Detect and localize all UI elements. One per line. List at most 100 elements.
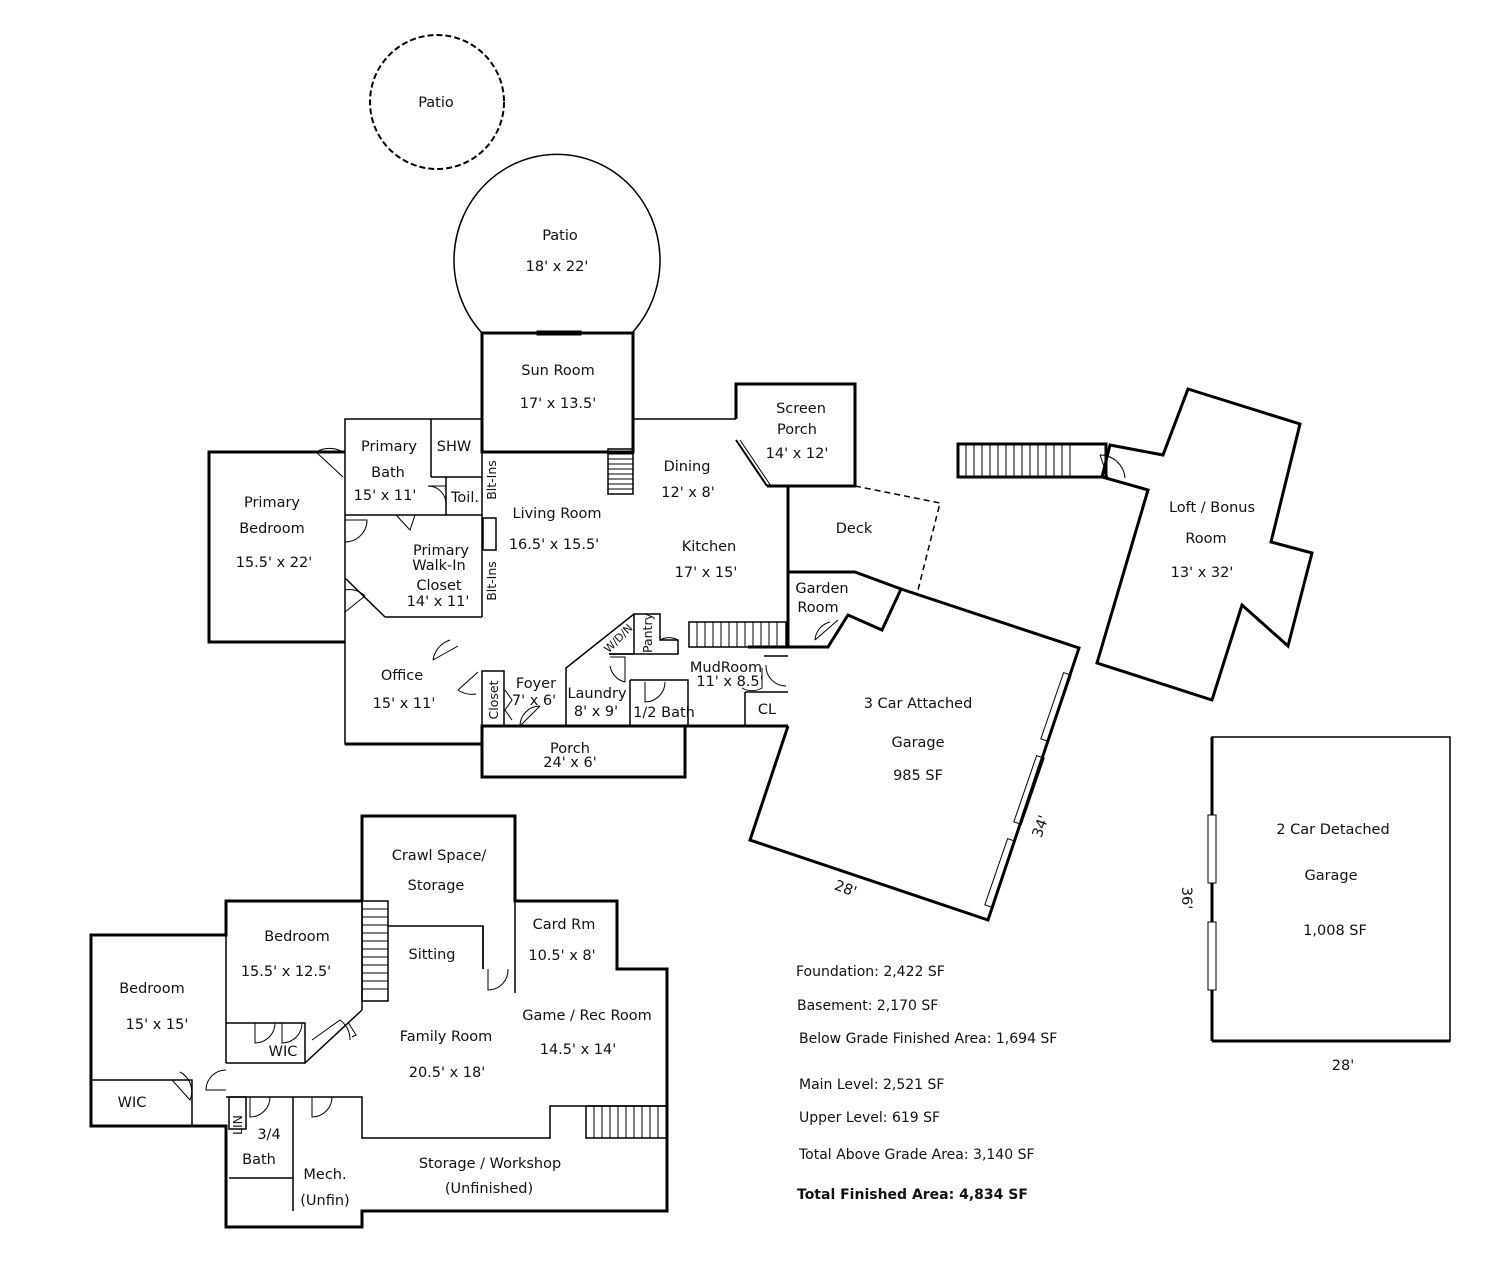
loft-label-2: Room bbox=[1185, 531, 1226, 547]
garage-two-area: 1,008 SF bbox=[1303, 923, 1367, 939]
screen-porch-label-1: Screen bbox=[776, 401, 826, 417]
half-bath-label: 1/2 Bath bbox=[633, 705, 695, 721]
main-level-area: Main Level: 2,521 SF bbox=[799, 1077, 945, 1093]
basement-area: Basement: 2,170 SF bbox=[797, 998, 939, 1014]
primary-bath-label-1: Primary bbox=[361, 439, 417, 455]
dining-dim: 12' x 8' bbox=[661, 485, 714, 501]
built-ins-lower-label: Blt-Ins bbox=[484, 561, 499, 601]
game-room-label: Game / Rec Room bbox=[522, 1008, 652, 1024]
upper-level-area: Upper Level: 619 SF bbox=[799, 1110, 941, 1126]
foyer-dim: 7' x 6' bbox=[512, 693, 556, 709]
card-room-dim: 10.5' x 8' bbox=[528, 948, 595, 964]
total-finished-area: Total Finished Area: 4,834 SF bbox=[797, 1187, 1028, 1203]
below-grade-area: Below Grade Finished Area: 1,694 SF bbox=[799, 1031, 1058, 1047]
closet-label: Closet bbox=[486, 680, 501, 719]
garage-three-label-2: Garage bbox=[891, 735, 944, 751]
garage-three-label-1: 3 Car Attached bbox=[864, 696, 973, 712]
crawl-space-label-1: Crawl Space/ bbox=[392, 848, 487, 864]
crawl-space-label-2: Storage bbox=[408, 878, 465, 894]
wic-lower-label: WIC bbox=[118, 1095, 147, 1111]
primary-bath-label-2: Bath bbox=[371, 465, 405, 481]
above-grade-area: Total Above Grade Area: 3,140 SF bbox=[799, 1147, 1035, 1163]
main-level-walls bbox=[207, 331, 941, 779]
screen-porch-dim: 14' x 12' bbox=[766, 446, 829, 462]
deck-label: Deck bbox=[836, 521, 873, 537]
garage-three-car bbox=[748, 587, 1081, 922]
room-labels: Patio Patio 18' x 22' Sun Room 17' x 13.… bbox=[118, 95, 1390, 1209]
living-room-dim: 16.5' x 15.5' bbox=[509, 537, 599, 553]
bath-34-label-2: Bath bbox=[242, 1152, 276, 1168]
primary-bedroom-label-1: Primary bbox=[244, 495, 300, 511]
primary-bath-dim: 15' x 11' bbox=[354, 488, 417, 504]
porch-label: Porch bbox=[550, 741, 590, 757]
primary-wic-dim: 14' x 11' bbox=[407, 594, 470, 610]
shower-label: SHW bbox=[437, 439, 471, 455]
garage-two-depth: 36' bbox=[1178, 887, 1194, 909]
primary-bedroom-dim: 15.5' x 22' bbox=[236, 555, 313, 571]
primary-bedroom-label-2: Bedroom bbox=[239, 521, 305, 537]
stairs-main-lower bbox=[688, 621, 787, 648]
garden-room-label-1: Garden bbox=[795, 581, 848, 597]
garage-three-car-doors bbox=[984, 671, 1072, 909]
stairs-basement-right bbox=[585, 1105, 668, 1139]
sunroom-dim: 17' x 13.5' bbox=[520, 396, 597, 412]
mudroom-label: MudRoom bbox=[690, 660, 762, 676]
storage-workshop-label-2: (Unfinished) bbox=[445, 1181, 533, 1197]
laundry-dim: 8' x 9' bbox=[574, 704, 618, 720]
primary-wic-label-3: Closet bbox=[416, 578, 461, 594]
patio-large bbox=[453, 153, 661, 336]
porch-dim: 24' x 6' bbox=[543, 755, 596, 771]
bath-34-label-1: 3/4 bbox=[257, 1127, 280, 1143]
bsmt-bedroom-1-label: Bedroom bbox=[264, 929, 330, 945]
pantry-label: Pantry bbox=[640, 612, 655, 653]
loft-dim: 13' x 32' bbox=[1171, 565, 1234, 581]
stairs-main-upper bbox=[607, 448, 634, 495]
garage-three-width: 28' bbox=[832, 878, 859, 901]
loft-bonus-room bbox=[956, 387, 1314, 702]
family-room-label: Family Room bbox=[400, 1029, 493, 1045]
garage-two-car bbox=[1207, 736, 1451, 1043]
mudroom-dim: 11' x 8.5' bbox=[696, 674, 763, 690]
foyer-label: Foyer bbox=[516, 676, 556, 692]
living-room-label: Living Room bbox=[512, 506, 601, 522]
primary-wic-label-1: Primary bbox=[413, 543, 469, 559]
office-dim: 15' x 11' bbox=[373, 696, 436, 712]
closet-cl-label: CL bbox=[758, 702, 776, 718]
family-room-dim: 20.5' x 18' bbox=[409, 1065, 486, 1081]
dining-label: Dining bbox=[664, 459, 711, 475]
garage-three-area: 985 SF bbox=[893, 768, 943, 784]
linen-label: LIN bbox=[230, 1115, 245, 1135]
laundry-label: Laundry bbox=[567, 686, 627, 702]
kitchen-label: Kitchen bbox=[682, 539, 737, 555]
loft-label-1: Loft / Bonus bbox=[1169, 500, 1255, 516]
bsmt-bedroom-1-dim: 15.5' x 12.5' bbox=[241, 964, 331, 980]
kitchen-dim: 17' x 15' bbox=[675, 565, 738, 581]
garage-two-label-1: 2 Car Detached bbox=[1276, 822, 1389, 838]
garden-room-label-2: Room bbox=[797, 600, 838, 616]
patio-label: Patio bbox=[542, 228, 578, 244]
sunroom-label: Sun Room bbox=[521, 363, 594, 379]
stairs-basement-left bbox=[361, 900, 389, 1002]
bsmt-bedroom-2-label: Bedroom bbox=[119, 981, 185, 997]
toilet-label: Toil. bbox=[450, 490, 479, 506]
basement-walls bbox=[89, 814, 669, 1229]
game-room-dim: 14.5' x 14' bbox=[540, 1042, 617, 1058]
garage-two-width: 28' bbox=[1332, 1058, 1354, 1074]
card-room-label: Card Rm bbox=[533, 917, 596, 933]
mech-label-2: (Unfin) bbox=[300, 1193, 349, 1209]
wic-upper-label: WIC bbox=[269, 1044, 298, 1060]
built-ins-upper-label: Blt-Ins bbox=[484, 460, 499, 500]
office-label: Office bbox=[381, 668, 423, 684]
patio-dim: 18' x 22' bbox=[526, 259, 589, 275]
garage-two-label-2: Garage bbox=[1304, 868, 1357, 884]
foundation-area: Foundation: 2,422 SF bbox=[796, 964, 945, 980]
primary-wic-label-2: Walk-In bbox=[412, 558, 465, 574]
patio-small bbox=[369, 34, 505, 170]
mech-label-1: Mech. bbox=[303, 1167, 346, 1183]
garage-three-depth: 34' bbox=[1030, 813, 1053, 840]
patio-small-label: Patio bbox=[418, 95, 454, 111]
screen-porch-label-2: Porch bbox=[777, 422, 817, 438]
bsmt-bedroom-2-dim: 15' x 15' bbox=[126, 1017, 189, 1033]
storage-workshop-label-1: Storage / Workshop bbox=[419, 1156, 561, 1172]
